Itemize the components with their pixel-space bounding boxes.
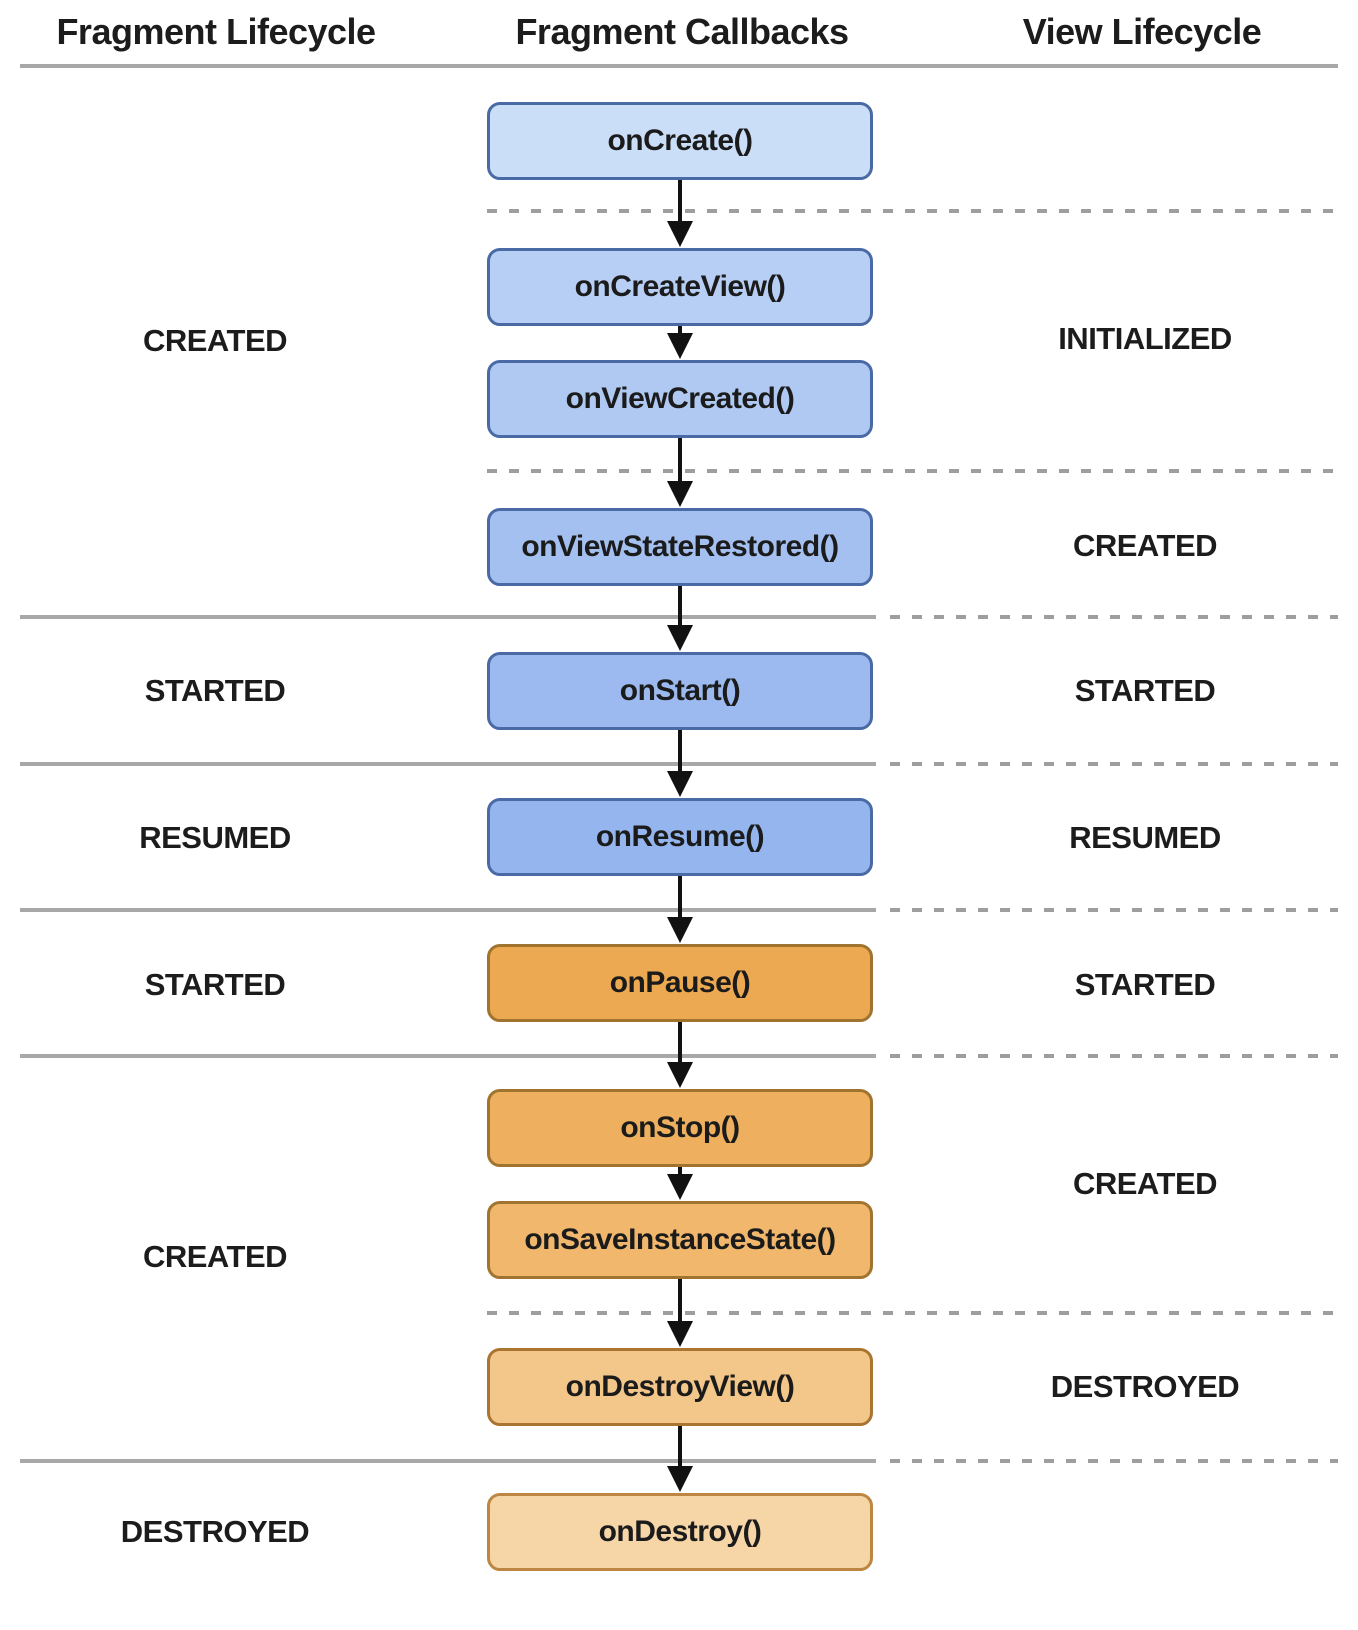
callback-box-ondestroy: onDestroy() [487, 1493, 873, 1571]
callback-box-onviewcreated: onViewCreated() [487, 360, 873, 438]
callback-box-onviewstaterestored: onViewStateRestored() [487, 508, 873, 586]
callback-box-oncreate: onCreate() [487, 102, 873, 180]
flow-arrow [667, 1426, 693, 1492]
flow-arrow [667, 876, 693, 943]
callback-label: onDestroyView() [565, 1370, 795, 1403]
view-state-started: STARTED [1074, 673, 1216, 708]
callback-box-oncreateview: onCreateView() [487, 248, 873, 326]
view-boundary-dashed-line [487, 469, 1338, 473]
callback-label: onSaveInstanceState() [524, 1223, 836, 1256]
callback-label: onPause() [609, 966, 751, 999]
view-state-resumed: RESUMED [1069, 820, 1221, 855]
view-state-created-2: CREATED [1072, 1166, 1218, 1201]
callback-box-onresume: onResume() [487, 798, 873, 876]
callback-box-onpause: onPause() [487, 944, 873, 1022]
fragment-state-resumed: RESUMED [139, 820, 291, 855]
fragment-boundary-dashed-line [890, 1459, 1338, 1463]
callback-box-onstart: onStart() [487, 652, 873, 730]
callback-label: onStart() [619, 674, 741, 707]
callback-label: onViewStateRestored() [521, 530, 839, 563]
callback-box-onsaveinstancestate: onSaveInstanceState() [487, 1201, 873, 1279]
fragment-boundary-line [20, 908, 876, 912]
header-view-lifecycle: View Lifecycle [1022, 11, 1262, 52]
fragment-boundary-dashed-line [890, 762, 1338, 766]
fragment-boundary-line [20, 615, 876, 619]
fragment-state-created-2: CREATED [142, 1239, 288, 1274]
fragment-state-started-2: STARTED [144, 967, 286, 1002]
header-divider-line [20, 64, 1338, 68]
view-state-created: CREATED [1072, 528, 1218, 563]
fragment-boundary-line [20, 1459, 876, 1463]
fragment-boundary-line [20, 762, 876, 766]
flow-arrow [667, 1167, 693, 1200]
fragment-boundary-line [20, 1054, 876, 1058]
flow-arrow [667, 1022, 693, 1088]
callback-label: onStop() [620, 1111, 740, 1144]
view-state-destroyed: DESTROYED [1050, 1369, 1240, 1404]
flow-arrow [667, 730, 693, 797]
fragment-boundary-dashed-line [890, 1054, 1338, 1058]
fragment-boundary-dashed-line [890, 908, 1338, 912]
flow-arrow [667, 438, 693, 507]
flow-arrow [667, 326, 693, 359]
fragment-boundary-dashed-line [890, 615, 1338, 619]
header-fragment-callbacks: Fragment Callbacks [515, 11, 849, 52]
view-state-initialized: INITIALIZED [1058, 321, 1232, 356]
view-boundary-dashed-line [487, 1311, 1338, 1315]
callback-box-onstop: onStop() [487, 1089, 873, 1167]
flow-arrow [667, 1279, 693, 1347]
callback-label: onCreate() [607, 124, 753, 157]
flow-arrow [667, 180, 693, 247]
callback-label: onCreateView() [574, 270, 786, 303]
flow-arrow [667, 586, 693, 651]
view-boundary-dashed-line [487, 209, 1338, 213]
header-fragment-lifecycle: Fragment Lifecycle [56, 11, 376, 52]
fragment-state-started: STARTED [144, 673, 286, 708]
callback-label: onResume() [595, 820, 765, 853]
fragment-state-created: CREATED [142, 323, 288, 358]
view-state-started-2: STARTED [1074, 967, 1216, 1002]
callback-box-ondestroyview: onDestroyView() [487, 1348, 873, 1426]
fragment-state-destroyed: DESTROYED [120, 1514, 310, 1549]
callback-label: onDestroy() [598, 1515, 762, 1548]
callback-label: onViewCreated() [565, 382, 795, 415]
